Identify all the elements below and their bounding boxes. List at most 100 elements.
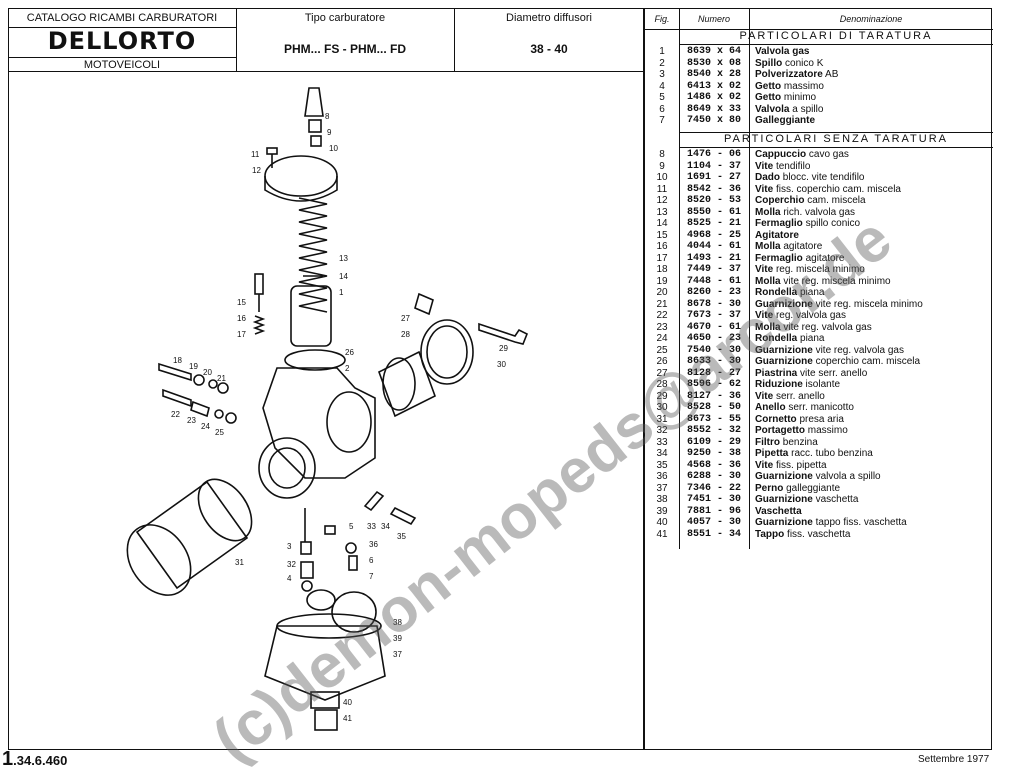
row-description-main: Riduzione [755,379,803,390]
row-description: Guarnizione tappo fiss. vaschetta [755,517,991,529]
row-part-number: 7346 - 22 [686,482,741,494]
row-description-detail: fiss. pipetta [773,459,827,471]
row-description-detail: tappo fiss. vaschetta [812,517,907,528]
row-part-number: 8639 x 64 [686,46,741,57]
callout-25: 25 [215,428,224,437]
row-fig: 11 [656,183,668,195]
row-part-number: 8649 x 33 [686,103,741,115]
row-part-number: 8525 - 21 [686,218,741,229]
row-fig: 31 [656,413,668,425]
row-description-main: Coperchio [755,195,805,206]
row-description: Riduzione isolante [755,379,991,391]
row-description-main: Tappo [755,528,785,540]
row-part-number: 7540 - 30 [686,344,741,356]
row-fig: 33 [656,436,668,448]
table-row: 32 8552 - 32 Portagetto massimo [645,425,993,437]
row-description-detail: isolante [802,379,841,390]
table-row: 15 4968 - 25 Agitatore [645,230,993,242]
row-fig: 15 [656,229,668,241]
row-description-main: Rondella [755,287,798,298]
row-description-detail: cavo gas [806,149,849,160]
row-description: Fermaglio agitatore [755,253,991,265]
row-description: Molla agitatore [755,241,991,253]
callout-1: 1 [339,288,344,297]
row-description: Portagetto massimo [755,425,991,437]
row-description-detail: piana [797,333,825,344]
row-part-number: 8128 - 27 [686,367,741,379]
callout-38: 38 [393,618,402,627]
row-fig: 30 [656,402,668,413]
row-description: Valvola gas [755,46,991,58]
row-fig: 32 [656,425,668,436]
row-description-main: Perno [755,482,784,494]
type-label: Tipo carburatore [304,12,386,24]
row-fig: 41 [656,528,668,540]
parts-table: Fig. Numero Denominazione PARTICOLARI DI… [644,8,993,750]
row-fig: 10 [656,172,668,183]
row-description-detail: serr. anello [773,390,825,402]
col-header-number: Numero [679,9,749,30]
callout-7: 7 [369,572,374,581]
row-fig: 2 [659,57,665,69]
diam-label: Diametro diffusori [506,12,592,24]
row-part-number: 8260 - 23 [686,287,741,298]
brand-logo: DELLORTO [47,27,197,55]
row-fig: 4 [659,80,665,92]
row-description-detail: racc. tubo benzina [788,448,873,459]
carburetor-exploded-diagram [126,87,529,731]
row-description-main: Getto [755,80,782,92]
row-description-main: Piastrina [755,367,798,379]
row-description: Coperchio cam. miscela [755,195,991,207]
section-non-calibration-title: PARTICOLARI SENZA TARATURA [679,132,993,148]
row-description-main: Cappuccio [755,149,807,160]
row-part-number: 4670 - 61 [686,321,741,333]
row-part-number: 8540 x 28 [686,69,741,80]
row-fig: 9 [659,160,665,172]
row-part-number: 4057 - 30 [686,517,741,528]
row-description: Vaschetta [755,506,991,518]
row-description-main: Vite [755,264,774,275]
row-description-detail: vaschetta [812,494,859,505]
callout-34: 34 [381,522,390,531]
row-part-number: 7449 - 37 [686,264,741,275]
row-description-detail: benzina [780,436,818,448]
row-fig: 39 [656,505,668,517]
row-fig: 37 [656,482,668,494]
callout-6: 6 [369,556,374,565]
row-fig: 3 [659,69,665,80]
row-description-detail: vite reg. valvola gas [812,344,904,356]
exploded-view-drawing: 8 9 10 11 12 13 14 1 15 16 17 26 2 27 28… [8,72,644,750]
row-part-number: 6288 - 30 [686,471,741,482]
row-description: Fermaglio spillo conico [755,218,991,230]
callout-13: 13 [339,254,348,263]
row-part-number: 4650 - 23 [686,333,741,344]
row-description-main: Vite [755,459,774,471]
row-part-number: 4968 - 25 [686,229,741,241]
row-part-number: 8678 - 30 [686,298,741,310]
row-part-number: 4568 - 36 [686,459,741,471]
row-description-detail: serr. manicotto [785,402,854,413]
row-fig: 22 [656,310,668,321]
callout-21: 21 [217,374,226,383]
row-fig: 6 [659,103,665,115]
row-description-main: Agitatore [755,229,799,241]
row-description-main: Valvola [755,103,790,115]
row-fig: 26 [656,356,668,367]
row-description-detail: massimo [781,80,824,92]
row-part-number: 8552 - 32 [686,425,741,436]
row-description-detail: conico K [782,57,824,69]
callout-33: 33 [367,522,376,531]
row-description-main: Fermaglio [755,218,803,229]
callout-10: 10 [329,144,338,153]
row-description: Guarnizione vaschetta [755,494,991,506]
